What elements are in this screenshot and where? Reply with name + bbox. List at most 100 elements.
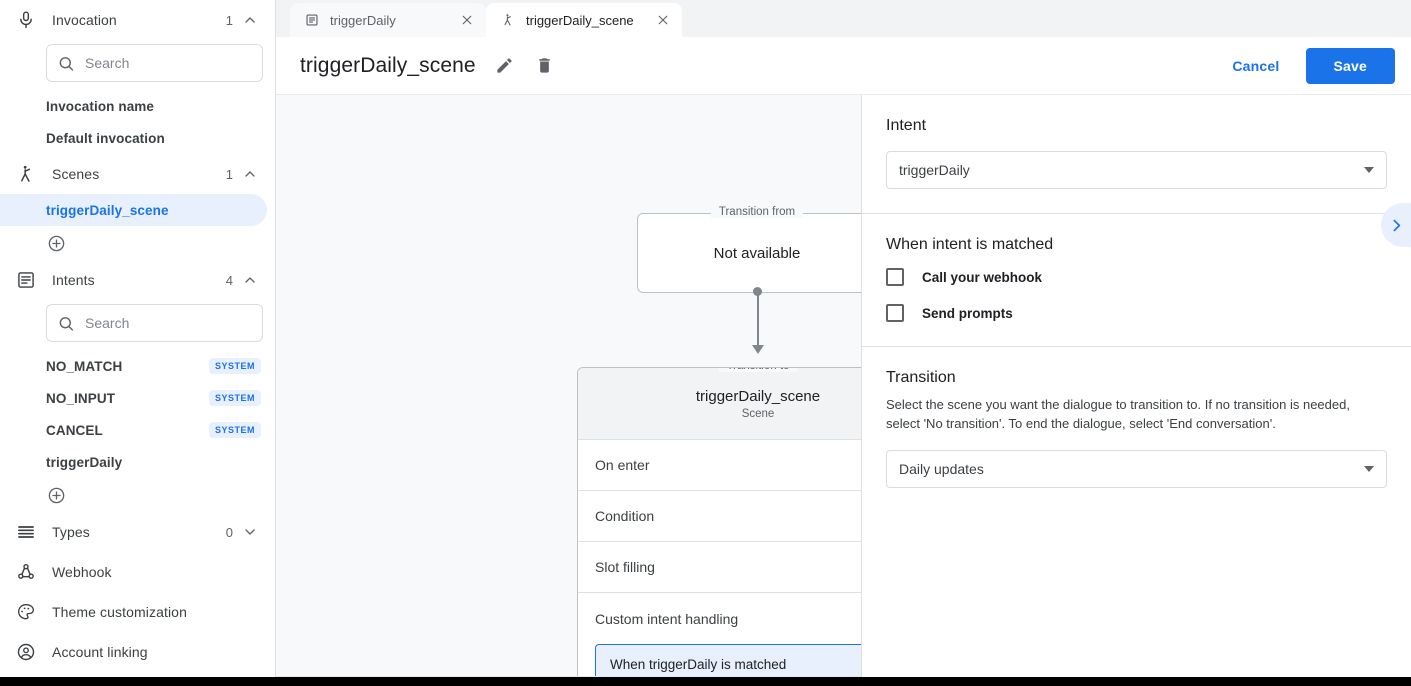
chevron-up-icon[interactable]	[241, 271, 259, 289]
microphone-icon	[14, 8, 38, 32]
sidebar-item-label: Account linking	[52, 644, 148, 660]
sidebar-section-label: Scenes	[52, 166, 100, 182]
status-badge: SYSTEM	[208, 422, 261, 438]
cancel-button[interactable]: Cancel	[1218, 49, 1293, 83]
sidebar-section-count: 1	[225, 166, 233, 182]
edge-vertical	[757, 292, 759, 347]
panel-section-intent: Intent triggerDaily	[862, 95, 1411, 214]
pencil-icon[interactable]	[494, 55, 516, 77]
intent-tab-icon	[304, 12, 320, 28]
left-sidebar: Invocation 1 Invocation name Default inv…	[0, 0, 276, 686]
sidebar-section-label: Invocation	[52, 12, 117, 28]
add-scene-row	[0, 226, 275, 260]
page-header: triggerDaily_scene Cancel Save	[276, 37, 1411, 95]
sidebar-item-account-linking[interactable]: Account linking	[0, 632, 275, 672]
scene-graph-canvas[interactable]: Transition from Not available Transition…	[276, 95, 862, 686]
intents-icon	[14, 268, 38, 292]
transition-select-value: Daily updates	[899, 460, 984, 477]
panel-section-when-intent-matched: When intent is matched Call your webhook…	[862, 214, 1411, 347]
add-circle-icon[interactable]	[46, 233, 66, 253]
scene-row-slot-filling[interactable]: Slot filling +	[578, 542, 861, 593]
save-button[interactable]: Save	[1305, 47, 1395, 84]
send-prompts-checkbox[interactable]	[886, 304, 904, 322]
add-circle-icon[interactable]	[46, 485, 66, 505]
intent-label: triggerDaily	[46, 454, 123, 470]
intent-label: CANCEL	[46, 422, 103, 438]
sidebar-item-no-match[interactable]: NO_MATCH SYSTEM	[0, 350, 275, 382]
tab-triggerdaily-scene[interactable]: triggerDaily_scene	[486, 3, 682, 37]
types-icon	[14, 520, 38, 544]
search-icon	[59, 56, 74, 71]
sidebar-section-invocation[interactable]: Invocation 1	[0, 0, 275, 40]
close-icon[interactable]	[458, 11, 476, 29]
scene-row-on-enter[interactable]: On enter +	[578, 440, 861, 491]
scene-row-label: On enter	[595, 457, 650, 473]
sidebar-item-triggerdaily-scene[interactable]: triggerDaily_scene	[0, 194, 267, 226]
sidebar-item-no-input[interactable]: NO_INPUT SYSTEM	[0, 382, 275, 414]
transition-from-legend: Transition from	[710, 206, 804, 218]
sidebar-item-label: Theme customization	[52, 604, 187, 620]
invocation-search-input[interactable]	[85, 55, 252, 71]
main-area: triggerDaily triggerDaily_scene trigge	[276, 0, 1411, 686]
transition-from-value: Not available	[713, 244, 801, 262]
intent-select-value: triggerDaily	[899, 162, 970, 178]
scene-row-label: Custom intent handling	[595, 610, 739, 627]
tab-strip: triggerDaily triggerDaily_scene	[276, 0, 1411, 37]
edge-arrow-down	[752, 345, 764, 354]
sidebar-section-count: 1	[225, 12, 233, 28]
sidebar-section-scenes[interactable]: Scenes 1	[0, 154, 275, 194]
tab-triggerdaily[interactable]: triggerDaily	[290, 3, 486, 37]
transition-section-description: Select the scene you want the dialogue t…	[886, 397, 1350, 431]
checkbox-row-send-prompts[interactable]: Send prompts	[886, 304, 1387, 322]
intents-search-wrap	[0, 300, 275, 350]
scene-row-condition[interactable]: Condition +	[578, 491, 861, 542]
webhook-icon	[14, 560, 38, 584]
sidebar-item-cancel[interactable]: CANCEL SYSTEM	[0, 414, 275, 446]
scene-tab-icon	[500, 12, 516, 28]
scene-row-custom-intent-handling[interactable]: Custom intent handling +	[578, 593, 861, 644]
palette-icon	[14, 600, 38, 624]
call-webhook-checkbox[interactable]	[886, 268, 904, 286]
tab-label: triggerDaily	[330, 12, 396, 28]
call-webhook-label: Call your webhook	[922, 269, 1043, 285]
tab-label: triggerDaily_scene	[526, 12, 634, 28]
sidebar-section-types[interactable]: Types 0	[0, 512, 275, 552]
intents-search-box[interactable]	[46, 304, 263, 342]
sidebar-item-webhook[interactable]: Webhook	[0, 552, 275, 592]
chevron-up-icon[interactable]	[241, 165, 259, 183]
sidebar-section-intents[interactable]: Intents 4	[0, 260, 275, 300]
chevron-up-icon[interactable]	[241, 11, 259, 29]
intent-section-title: Intent	[886, 117, 927, 134]
invocation-search-box[interactable]	[46, 44, 263, 82]
scene-node-subtitle: Scene	[741, 407, 775, 420]
scene-node-title: triggerDaily_scene	[695, 387, 821, 405]
status-badge: SYSTEM	[208, 358, 261, 374]
sidebar-item-triggerdaily[interactable]: triggerDaily	[0, 446, 275, 478]
transition-from-node[interactable]: Transition from Not available	[637, 206, 861, 293]
when-matched-title: When intent is matched	[886, 236, 1054, 253]
sidebar-item-theme-customization[interactable]: Theme customization	[0, 592, 275, 632]
intents-search-input[interactable]	[85, 315, 252, 331]
chevron-down-icon[interactable]	[241, 523, 259, 541]
search-icon	[59, 316, 74, 331]
viewport-bottom-edge	[0, 677, 1411, 686]
panel-collapse-button[interactable]	[1381, 203, 1411, 247]
intent-select[interactable]: triggerDaily	[886, 151, 1387, 189]
trash-icon[interactable]	[534, 55, 556, 77]
canvas-bottom-divider	[276, 676, 861, 677]
scene-node[interactable]: Transition to triggerDaily_scene Scene O…	[577, 367, 861, 686]
invocation-search-wrap	[0, 40, 275, 90]
transition-section-title: Transition	[886, 369, 956, 386]
intent-label: NO_INPUT	[46, 390, 116, 406]
sidebar-item-invocation-name[interactable]: Invocation name	[46, 98, 155, 114]
sidebar-item-label: Webhook	[52, 564, 112, 580]
sidebar-section-label: Types	[52, 524, 90, 540]
chevron-right-icon	[1388, 217, 1405, 234]
intent-label: NO_MATCH	[46, 358, 123, 374]
panel-section-transition: Transition Select the scene you want the…	[862, 347, 1411, 512]
close-icon[interactable]	[654, 11, 672, 29]
sidebar-item-default-invocation[interactable]: Default invocation	[46, 130, 165, 146]
checkbox-row-call-your-webhook[interactable]: Call your webhook	[886, 268, 1387, 286]
transition-select[interactable]: Daily updates	[886, 449, 1387, 488]
